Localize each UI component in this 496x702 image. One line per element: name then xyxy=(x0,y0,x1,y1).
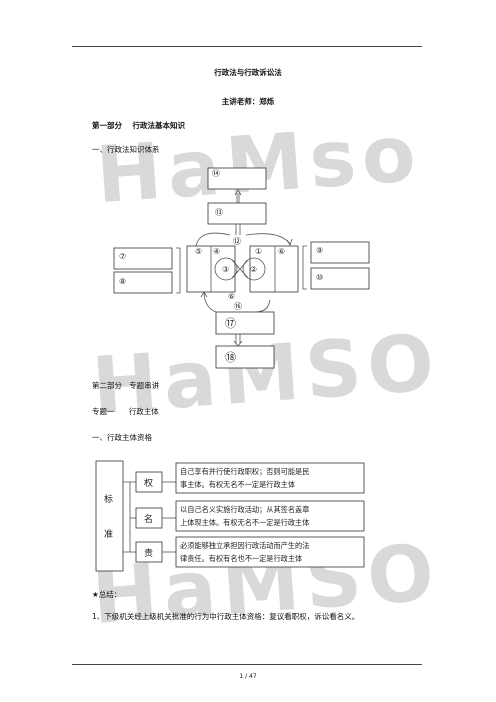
section2-heading: 一、行政主体资格 xyxy=(92,433,152,442)
label-5: ⑤ xyxy=(195,247,202,256)
label-13: ⑬ xyxy=(215,208,223,217)
label-1: ① xyxy=(255,247,262,256)
part1-title: 行政法基本知识 xyxy=(132,121,185,130)
label-9: ⑨ xyxy=(316,246,323,255)
label-7: ⑦ xyxy=(119,252,126,261)
diagram-box-8 xyxy=(113,271,173,294)
part1-label: 第一部分 xyxy=(92,121,122,130)
label-14: ⑭ xyxy=(212,169,220,178)
curve-left-bottom xyxy=(203,292,217,313)
teacher-line: 主讲老师：郑烁 xyxy=(221,97,275,106)
diagram-box-10 xyxy=(310,267,370,290)
label-16: ⑯ xyxy=(234,302,242,311)
topic1-label: 专题一 xyxy=(92,407,115,416)
section1-heading: 一、行政法知识体系 xyxy=(92,145,160,154)
label-10: ⑩ xyxy=(316,273,323,282)
part2-label: 第二部分 xyxy=(92,381,122,390)
footer-rule xyxy=(72,664,422,665)
standards-group-box xyxy=(95,460,124,572)
label-2: ② xyxy=(250,265,257,274)
key-name: 名 xyxy=(144,513,153,525)
desc-power-line2: 事主体。有权无名不一定是行政主体 xyxy=(180,480,295,489)
topic1-heading: 专题一 行政主体 xyxy=(92,408,159,416)
part2-heading: 第二部分 专题串讲 xyxy=(92,382,159,390)
summary-item-1: 1、下级机关经上级机关批准的行为中行政主体资格：复议看职权，诉讼看名义。 xyxy=(92,612,360,621)
desc-box-power xyxy=(175,462,365,494)
part1-heading: 第一部分 行政法基本知识 xyxy=(92,122,185,130)
group-char-2: 准 xyxy=(104,529,113,540)
page-number: 1 / 47 xyxy=(239,673,257,680)
label-18: ⑱ xyxy=(225,351,236,364)
diagram-box-9 xyxy=(310,241,370,264)
label-4: ④ xyxy=(213,247,220,256)
key-power: 权 xyxy=(144,477,153,489)
diagram-box-13 xyxy=(207,202,267,225)
document-title: 行政法与行政诉讼法 xyxy=(214,68,282,77)
desc-box-liability xyxy=(175,536,365,568)
diagram-box-1-6 xyxy=(249,245,299,293)
desc-liability-line2: 律责任。有权有名也不一定是行政主体 xyxy=(180,554,302,563)
key-liability: 责 xyxy=(144,547,153,559)
diagram-box-18 xyxy=(215,345,275,369)
summary-label: ★总结： xyxy=(92,590,122,599)
label-6: ⑥ xyxy=(278,247,285,256)
desc-name-line1: 以自己名义实施行政活动；从其签名盖章 xyxy=(180,505,309,514)
label-3: ③ xyxy=(222,265,229,274)
diagram-box-17 xyxy=(215,311,275,335)
label-17: ⑰ xyxy=(225,317,236,330)
desc-name-line2: 上体现主体。有权无名不一定是行政主体 xyxy=(180,518,309,527)
label-8: ⑧ xyxy=(119,277,126,286)
header-rule xyxy=(72,46,422,47)
desc-box-name xyxy=(175,500,365,532)
part2-title: 专题串讲 xyxy=(129,381,160,390)
curve-left-top xyxy=(195,232,231,247)
diagram-box-7 xyxy=(113,247,173,270)
group-char-1: 标 xyxy=(104,493,113,505)
desc-liability-line1: 必须能够独立承担因行政活动而产生的法 xyxy=(180,541,309,550)
desc-power-line1: 自己享有并行使行政职权；否则可能是民 xyxy=(180,467,309,476)
diagram-box-14 xyxy=(207,167,267,190)
label-12: ⑫ xyxy=(233,237,241,246)
label-6b: ⑥ xyxy=(228,292,235,301)
topic1-title: 行政主体 xyxy=(128,407,159,416)
